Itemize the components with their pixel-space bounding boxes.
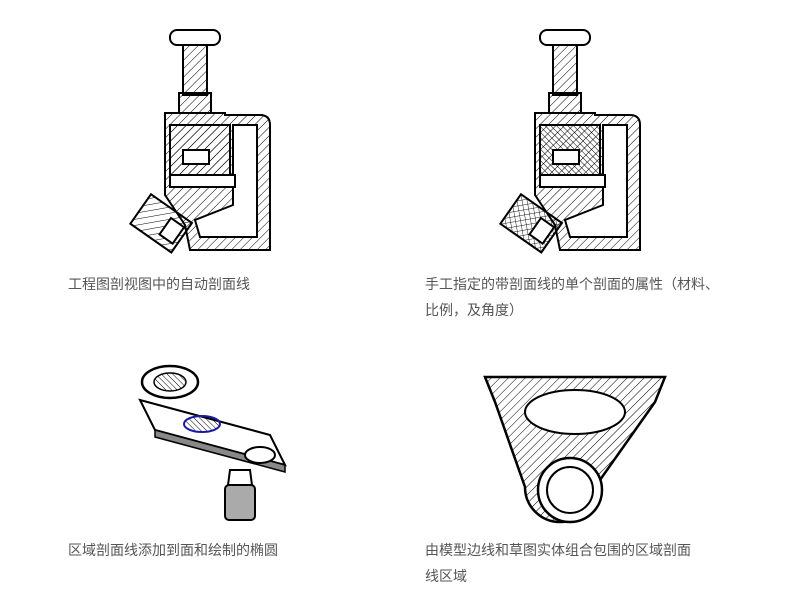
caption-manual-hatch: 手工指定的带剖面线的单个剖面的属性（材料、 比例，及角度） — [425, 272, 719, 324]
section-view-drawing-manual — [498, 29, 641, 254]
caption-line: 手工指定的带剖面线的单个剖面的属性（材料、 — [425, 277, 719, 293]
crank-drawing — [138, 364, 287, 521]
caption-area-hatch-bounded: 由模型边线和草图实体组合包围的区域剖面 线区域 — [425, 538, 691, 590]
figure-manual-hatch — [495, 25, 655, 260]
hatched-ellipse — [183, 415, 221, 433]
section-view-drawing — [128, 29, 271, 254]
caption-line: 由模型边线和草图实体组合包围的区域剖面 — [425, 543, 691, 559]
caption-area-hatch-ellipse: 区域剖面线添加到面和绘制的椭圆 — [68, 538, 278, 564]
figure-auto-hatch — [125, 25, 285, 260]
caption-line: 区域剖面线添加到面和绘制的椭圆 — [68, 543, 278, 559]
caption-line: 比例，及角度） — [425, 303, 523, 319]
figure-area-hatch-ellipse — [130, 360, 290, 530]
caption-line: 工程图剖视图中的自动剖面线 — [68, 277, 250, 293]
figure-area-hatch-bounded — [480, 372, 670, 532]
bracket-drawing — [483, 375, 667, 524]
caption-auto-hatch: 工程图剖视图中的自动剖面线 — [68, 272, 250, 298]
caption-line: 线区域 — [425, 569, 467, 585]
